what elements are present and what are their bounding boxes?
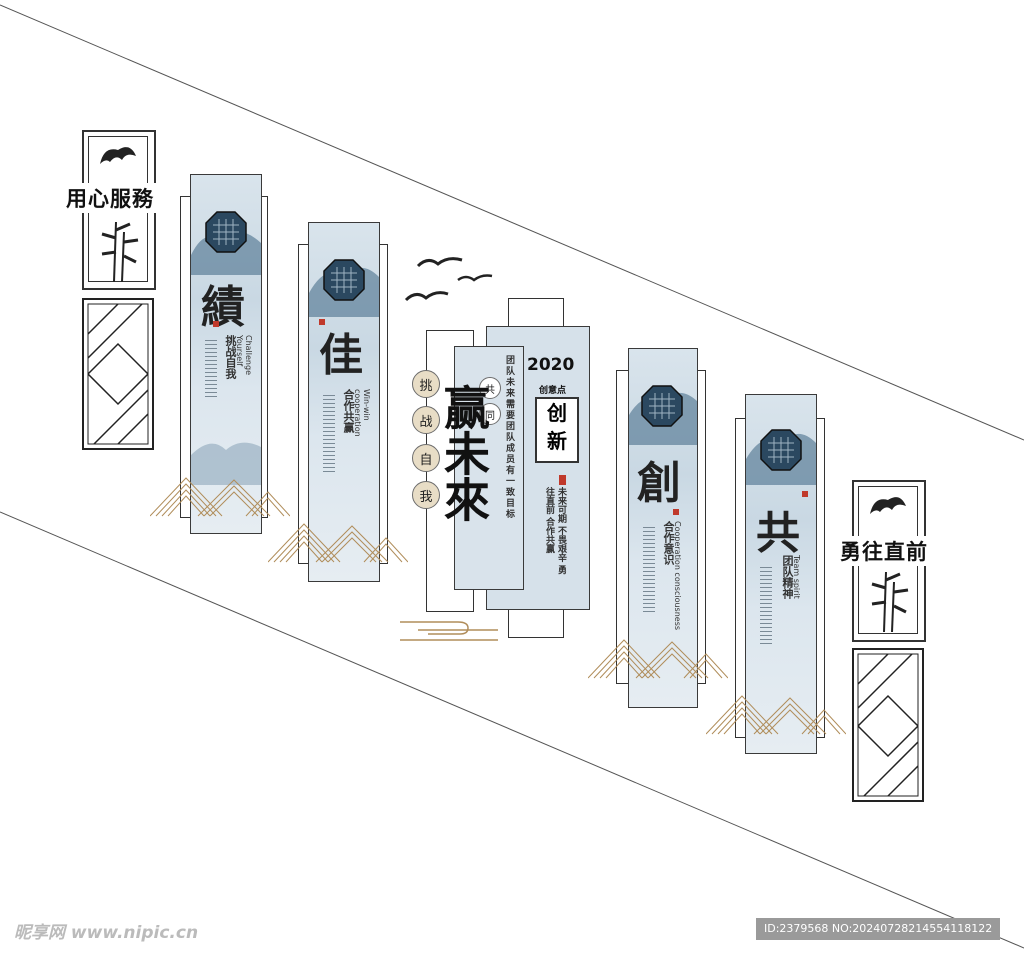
panel-1-board: 績 Challenge Yourself 挑战自我: [190, 174, 262, 534]
panel-1-cn: 挑战自我: [224, 335, 237, 379]
panel-2-body-text: [323, 395, 335, 475]
panel-2-en: Win-win cooperation: [353, 389, 371, 437]
panel-3-cn: 合作意识: [662, 521, 675, 565]
bamboo-icon: [101, 221, 139, 282]
team-goal-text: 团队未来需要团队成员有一致目标: [504, 355, 514, 520]
panel-2-cn: 合作共赢: [342, 389, 355, 433]
panel-3-en: Cooperation consciousness: [673, 521, 682, 631]
gold-mountain-icon: [588, 639, 728, 679]
auspicious-cloud-icon: [870, 497, 906, 514]
panel-2-board: 佳 Win-win cooperation 合作共赢: [308, 222, 380, 582]
poem-text: 未来可期 不畏艰辛 勇往直前 合作共赢: [544, 487, 566, 575]
creative-point-label: 创意点: [539, 386, 567, 396]
challenge-circle-1: 挑: [412, 370, 440, 398]
panel-4-cn: 团队精神: [781, 555, 794, 599]
birds-icon: [404, 257, 493, 302]
lattice-window-right: [852, 648, 924, 802]
panel-4-body-text: [760, 567, 772, 647]
lattice-emblem-icon: [205, 211, 247, 253]
panel-3-body-text: [643, 527, 655, 615]
center-board-left: 共 同 团队未来需要团队成员有一致目标: [454, 346, 524, 590]
panel-1-body-text: [205, 340, 217, 400]
panel-3-board: 創 Cooperation consciousness 合作意识: [628, 348, 698, 708]
lattice-emblem-icon: [760, 429, 802, 471]
watermark-right: ID:2379568 NO:20240728214554118122: [756, 918, 1001, 940]
seal-mark: [559, 475, 566, 485]
panel-4-char: 共: [756, 508, 800, 559]
lattice-emblem-icon: [641, 385, 683, 427]
panel-4-en: Team spirit: [792, 555, 801, 599]
innovation-block: 创 新: [535, 397, 579, 463]
challenge-circle-2: 战: [412, 406, 440, 434]
panel-3-char: 創: [637, 458, 681, 509]
slogan-left: 用心服務: [64, 183, 156, 213]
lattice-emblem-icon: [323, 259, 365, 301]
challenge-circle-3: 自: [412, 444, 440, 472]
lattice-window-left: [82, 298, 154, 450]
panel-4-board: 共 Team spirit 团队精神: [745, 394, 817, 754]
slogan-right: 勇往直前: [838, 536, 930, 566]
gold-mountain-icon: [706, 695, 846, 735]
calligraphy-title: 赢未來: [437, 384, 491, 522]
together-badge-1: 共: [479, 377, 501, 399]
year-label: 2020: [527, 355, 575, 375]
bamboo-icon: [871, 571, 909, 632]
seal-mark: [673, 509, 679, 515]
seal-mark: [802, 491, 808, 497]
panel-1-en: Challenge Yourself: [235, 335, 253, 375]
gold-mountain-icon: [268, 523, 408, 563]
gold-mountain-icon: [150, 477, 290, 517]
seal-mark: [319, 319, 325, 325]
auspicious-cloud-icon: [100, 147, 136, 164]
seal-mark: [213, 321, 219, 327]
panel-1-char: 績: [201, 282, 245, 333]
panel-2-char: 佳: [319, 330, 363, 381]
cloud-scroll-ornament: [400, 621, 498, 641]
challenge-circle-4: 我: [412, 481, 440, 509]
watermark-left: 昵享网 www.nipic.cn: [14, 923, 199, 943]
together-badge-2: 同: [479, 403, 501, 425]
